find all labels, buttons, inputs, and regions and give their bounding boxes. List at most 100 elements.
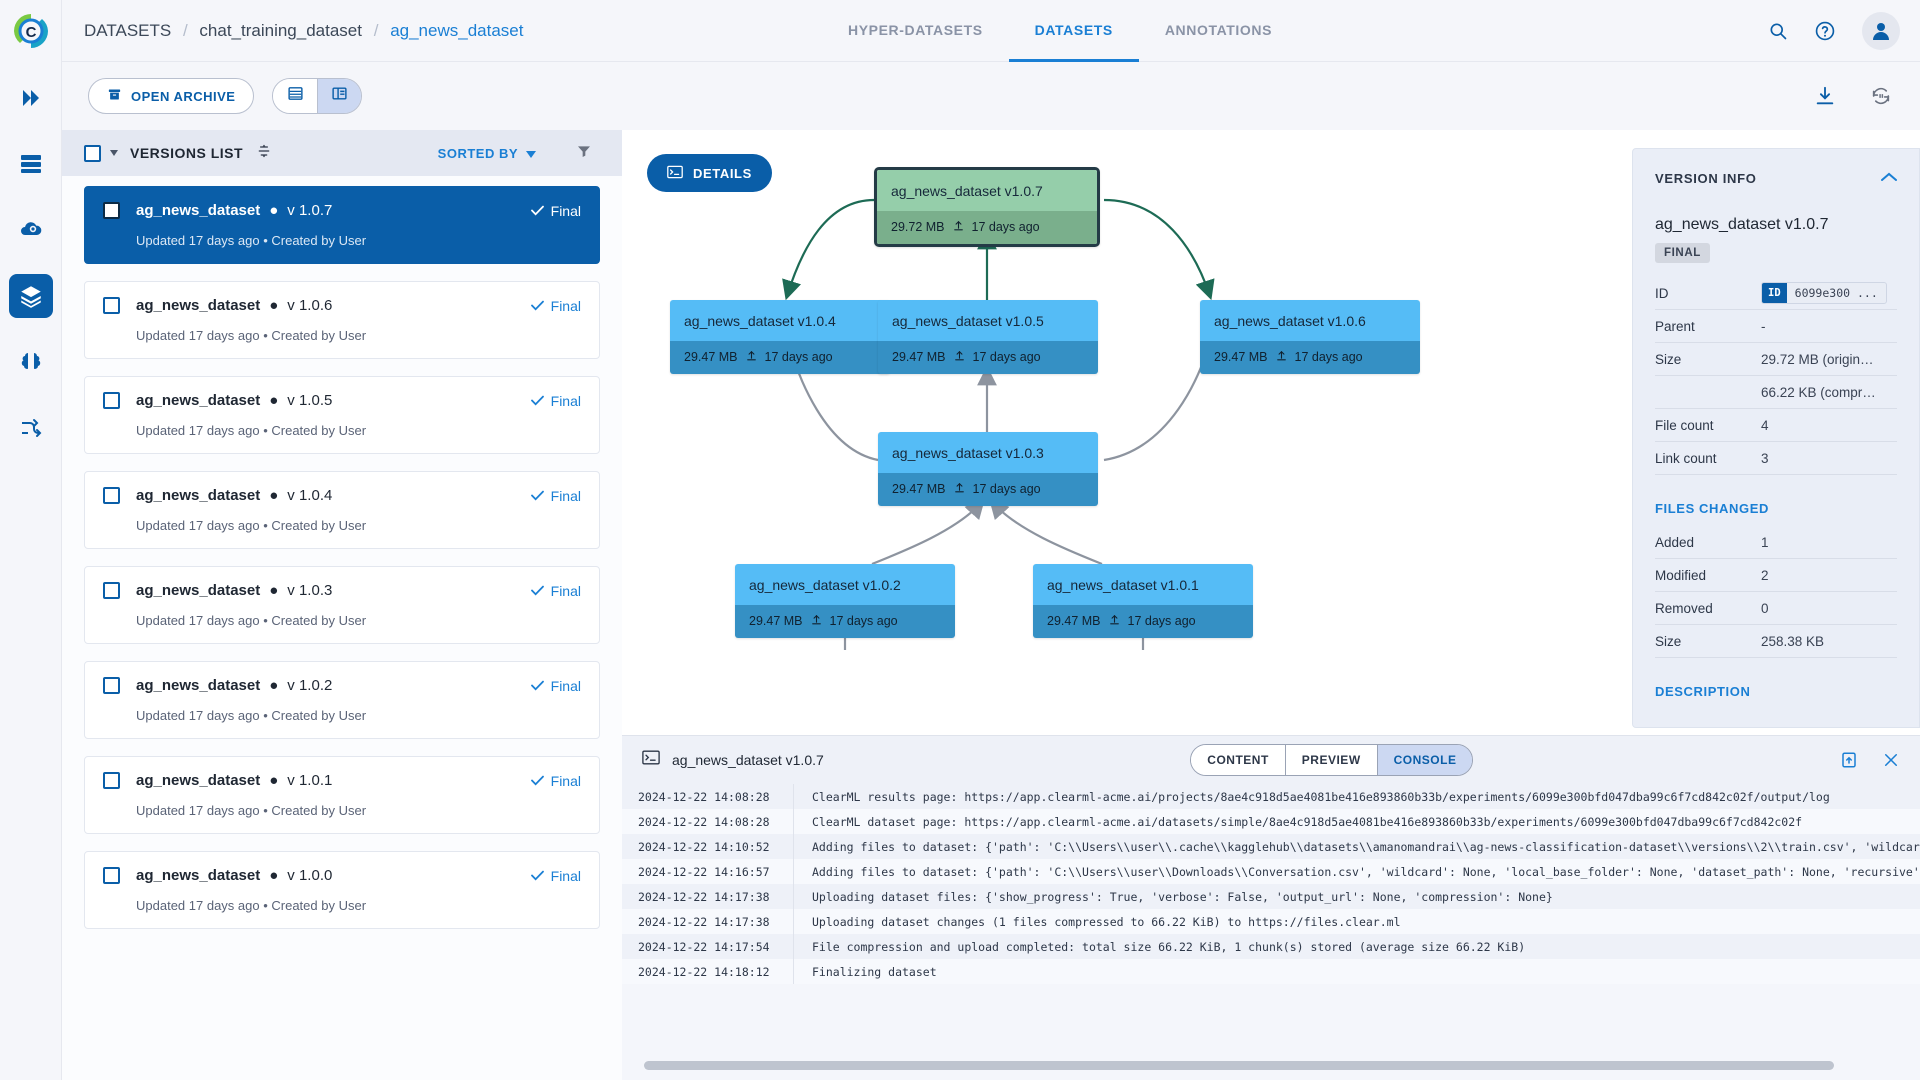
tab-console[interactable]: CONSOLE <box>1376 745 1473 775</box>
version-checkbox[interactable] <box>103 677 120 694</box>
auto-refresh-icon[interactable] <box>1870 85 1892 107</box>
separator-dot: ● <box>269 487 279 504</box>
sidebar-item-projects[interactable] <box>9 76 53 120</box>
chevron-down-icon[interactable] <box>110 150 118 156</box>
status-badge: Final <box>530 677 581 694</box>
archive-icon <box>107 87 122 105</box>
search-icon[interactable] <box>1768 21 1788 41</box>
table-view-button[interactable] <box>273 79 318 113</box>
graph-node-size: 29.47 MB <box>892 350 946 364</box>
log-message: Finalizing dataset <box>812 964 937 979</box>
version-name: ag_news_dataset <box>136 772 261 789</box>
console-log-list[interactable]: 2024-12-22 14:08:28 ClearML results page:… <box>622 784 1920 1049</box>
graph-node-label: ag_news_dataset v1.0.4 <box>670 300 890 341</box>
help-icon[interactable] <box>1814 20 1836 42</box>
breadcrumb-item-root[interactable]: DATASETS <box>84 20 172 40</box>
sidebar-item-apps[interactable] <box>9 208 53 252</box>
log-message: ClearML results page: https://app.clearm… <box>812 789 1830 804</box>
info-row-value: 6099e300 ... <box>1794 286 1878 300</box>
version-name: ag_news_dataset <box>136 392 261 409</box>
view-mode-switch <box>272 78 363 114</box>
version-name: ag_news_dataset <box>136 677 261 694</box>
version-checkbox[interactable] <box>103 582 120 599</box>
filter-icon[interactable] <box>576 143 592 164</box>
sidebar-item-datasets[interactable] <box>8 274 53 318</box>
brain-icon <box>19 350 43 374</box>
open-archive-button[interactable]: OPEN ARCHIVE <box>88 78 255 114</box>
maximize-icon[interactable] <box>1840 751 1858 769</box>
app-header: DATASETS / chat_training_dataset / ag_ne… <box>62 0 1920 62</box>
separator-dot: ● <box>269 772 279 789</box>
status-badge: Final <box>530 583 581 599</box>
split-view-button[interactable] <box>317 79 362 113</box>
version-number: v 1.0.6 <box>287 297 333 314</box>
console-title: ag_news_dataset v1.0.7 <box>672 752 824 768</box>
tab-preview[interactable]: PREVIEW <box>1284 745 1377 775</box>
sidebar-item-pipelines[interactable] <box>9 406 53 450</box>
sorted-by-button[interactable]: SORTED BY <box>438 146 536 161</box>
sidebar-item-models[interactable] <box>9 340 53 384</box>
chevron-up-icon[interactable] <box>1881 169 1897 187</box>
version-checkbox[interactable] <box>103 772 120 789</box>
sort-settings-icon[interactable] <box>256 143 272 164</box>
chevron-down-icon <box>526 146 536 161</box>
version-meta: Updated 17 days ago • Created by User <box>136 328 367 343</box>
tab-hyper-datasets[interactable]: HYPER-DATASETS <box>848 21 983 38</box>
clearml-logo-icon[interactable]: C <box>8 8 54 54</box>
close-icon[interactable] <box>1882 751 1900 769</box>
toolbar-right-actions <box>1814 85 1892 107</box>
version-meta: Updated 17 days ago • Created by User <box>136 613 367 628</box>
horizontal-scrollbar[interactable] <box>644 1061 1834 1070</box>
version-info-panel: VERSION INFO ag_news_dataset v1.0.7 FINA… <box>1632 148 1920 728</box>
version-checkbox[interactable] <box>103 487 120 504</box>
tab-datasets[interactable]: DATASETS <box>1008 0 1139 62</box>
tab-content[interactable]: CONTENT <box>1191 745 1285 775</box>
console-tabs: CONTENT PREVIEW CONSOLE <box>1190 744 1474 776</box>
breadcrumb-item-dataset[interactable]: ag_news_dataset <box>390 20 524 40</box>
log-timestamp: 2024-12-22 14:08:28 <box>622 784 794 809</box>
graph-node-size: 29.47 MB <box>749 614 803 628</box>
version-checkbox[interactable] <box>103 392 120 409</box>
version-checkbox[interactable] <box>103 202 120 219</box>
version-number: v 1.0.0 <box>287 867 333 884</box>
graph-node-label: ag_news_dataset v1.0.1 <box>1033 564 1253 605</box>
select-all-checkbox[interactable] <box>84 144 101 162</box>
download-icon[interactable] <box>1814 85 1836 107</box>
version-name: ag_news_dataset <box>136 582 261 599</box>
breadcrumb-item-project[interactable]: chat_training_dataset <box>199 20 362 40</box>
status-label: Final <box>550 677 581 694</box>
version-checkbox[interactable] <box>103 297 120 314</box>
version-meta: Updated 17 days ago • Created by User <box>136 518 367 533</box>
tab-annotations[interactable]: ANNOTATIONS <box>1164 21 1273 38</box>
status-badge: Final <box>530 203 581 219</box>
details-button[interactable]: DETAILS <box>647 154 772 192</box>
sidebar-item-workers[interactable] <box>9 142 53 186</box>
files-changed-value: 1 <box>1761 534 1769 550</box>
info-row-key: File count <box>1655 417 1714 433</box>
version-checkbox[interactable] <box>103 867 120 884</box>
avatar[interactable] <box>1862 12 1900 50</box>
files-changed-value: 258.38 KB <box>1761 633 1825 649</box>
